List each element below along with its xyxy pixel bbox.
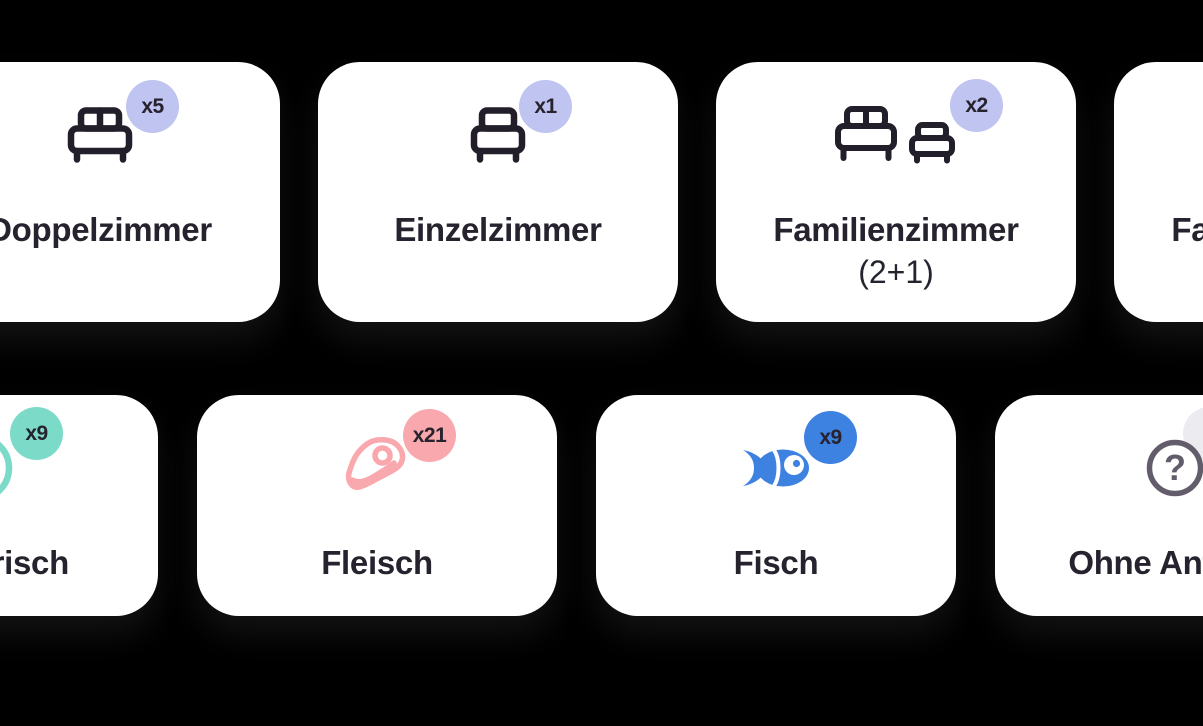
count-badge: x5 xyxy=(126,80,179,133)
card-labels: Familienzimmer (2+1) xyxy=(716,209,1076,293)
count-badge: x21 xyxy=(403,409,456,462)
card-label: Fisch xyxy=(733,544,819,581)
fish-icon xyxy=(741,437,811,499)
double-and-single-bed-icon xyxy=(835,105,957,165)
icon-zone xyxy=(1114,96,1203,174)
card-labels: Familienzimmer xyxy=(1114,209,1203,251)
double-bed-icon xyxy=(67,106,133,164)
count-badge: x9 xyxy=(10,407,63,460)
card-label: Einzelzimmer xyxy=(394,211,602,248)
card-labels: Fleisch xyxy=(197,542,557,584)
card-ohne-antwort[interactable]: ? Ohne Antwort xyxy=(995,395,1203,616)
card-label: Familienzimmer xyxy=(773,211,1019,248)
card-familienzimmer-2-1[interactable]: x2 Familienzimmer (2+1) xyxy=(716,62,1076,322)
meal-preference-carousel[interactable]: x9 Vegetarisch x21 xyxy=(0,395,1203,616)
icon-zone: x21 xyxy=(197,409,557,507)
icon-zone: x9 xyxy=(0,407,158,507)
card-labels: Vegetarisch xyxy=(0,542,158,584)
count-badge: x9 xyxy=(804,411,857,464)
room-type-carousel[interactable]: x5 Doppelzimmer x xyxy=(0,62,1203,322)
vegetarian-icon xyxy=(0,433,17,503)
icon-zone: x1 xyxy=(318,80,678,174)
card-familienzimmer-2[interactable]: Familienzimmer xyxy=(1114,62,1203,322)
card-fisch[interactable]: x9 Fisch xyxy=(596,395,956,616)
question-mark-icon: ? xyxy=(1144,437,1203,499)
card-label: Ohne Antwort xyxy=(1068,544,1203,581)
card-label: Familienzimmer xyxy=(1171,211,1203,248)
card-sublabel: (2+1) xyxy=(858,254,934,290)
card-label: Doppelzimmer xyxy=(0,211,212,248)
card-labels: Ohne Antwort xyxy=(995,542,1203,584)
icon-zone: x5 xyxy=(0,80,280,174)
count-badge: x2 xyxy=(950,79,1003,132)
card-label: Vegetarisch xyxy=(0,544,69,581)
icon-zone: x2 xyxy=(716,79,1076,174)
card-vegetarisch[interactable]: x9 Vegetarisch xyxy=(0,395,158,616)
icon-zone: ? xyxy=(995,407,1203,507)
icon-zone: x9 xyxy=(596,411,956,507)
card-fleisch[interactable]: x21 Fleisch xyxy=(197,395,557,616)
card-labels: Einzelzimmer xyxy=(318,209,678,251)
card-labels: Doppelzimmer xyxy=(0,209,280,251)
card-doppelzimmer[interactable]: x5 Doppelzimmer xyxy=(0,62,280,322)
svg-text:?: ? xyxy=(1164,447,1186,488)
count-badge: x1 xyxy=(519,80,572,133)
steak-icon xyxy=(344,435,410,501)
single-bed-icon xyxy=(470,106,526,164)
card-labels: Fisch xyxy=(596,542,956,584)
card-einzelzimmer[interactable]: x1 Einzelzimmer xyxy=(318,62,678,322)
card-label: Fleisch xyxy=(321,544,433,581)
